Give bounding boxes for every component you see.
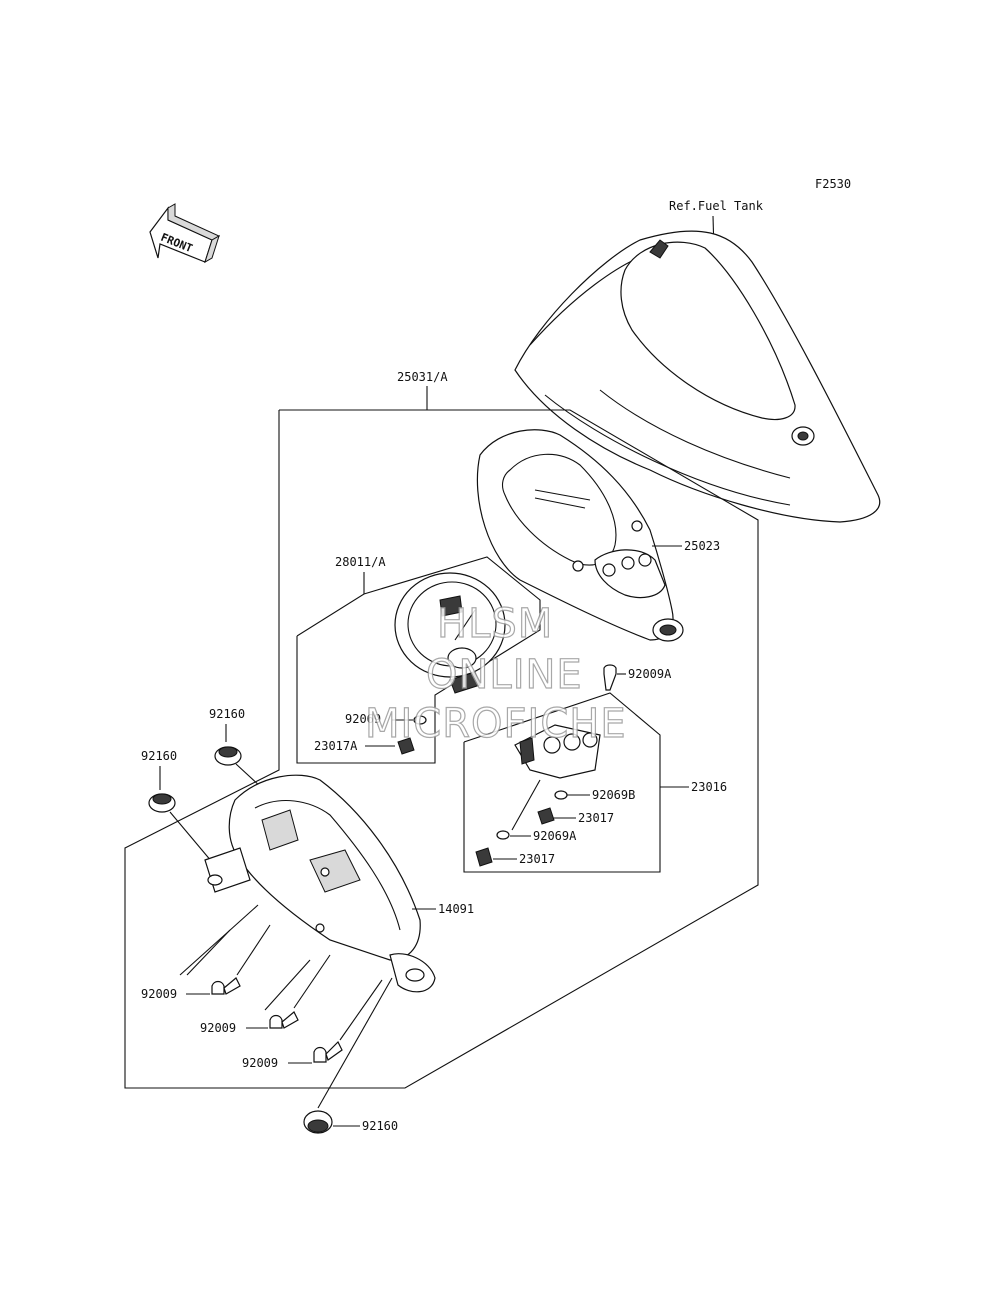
- callout-23017-lower: 23017: [519, 852, 555, 866]
- callout-23016: 23016: [691, 780, 727, 794]
- socket-23017-lower: [475, 847, 493, 867]
- callout-23017a: 23017A: [314, 739, 358, 753]
- callout-92009a: 92009A: [628, 667, 672, 681]
- grommet-92160-bottom: [303, 977, 393, 1134]
- callout-28011a: 28011/A: [335, 555, 386, 569]
- ref-fuel-tank-label: Ref.Fuel Tank: [669, 199, 764, 213]
- grommet-92160-upper: [214, 746, 263, 789]
- screw-92009-3: [313, 979, 383, 1063]
- screw-92009-2: [264, 954, 331, 1029]
- bulb-92069b: [554, 790, 568, 800]
- callout-92160-upper: 92160: [209, 707, 245, 721]
- callout-92009-1: 92009: [141, 987, 177, 1001]
- callout-92069b: 92069B: [592, 788, 635, 802]
- callout-92160-left: 92160: [141, 749, 177, 763]
- grommet-92160-left: [148, 793, 213, 863]
- callout-25023: 25023: [684, 539, 720, 553]
- watermark: HLSM ONLINE MICROFICHE: [364, 600, 627, 747]
- watermark-line-2: ONLINE: [426, 652, 583, 698]
- fuel-tank-cover: [514, 230, 881, 523]
- callout-14091: 14091: [438, 902, 474, 916]
- watermark-line-1: HLSM: [437, 601, 553, 647]
- screw-92009-1: [179, 904, 271, 995]
- bulb-92069: [413, 715, 427, 725]
- meter-housing: [204, 774, 436, 993]
- indicator-bracket: [514, 724, 601, 779]
- callout-92160-bottom: 92160: [362, 1119, 398, 1133]
- callout-25031a: 25031/A: [397, 370, 448, 384]
- screw-92009a: [603, 664, 617, 691]
- diagram-code: F2530: [815, 177, 851, 191]
- callout-92009-3: 92009: [242, 1056, 278, 1070]
- callout-92009-2: 92009: [200, 1021, 236, 1035]
- speedometer-unit: [394, 572, 506, 694]
- callout-23017-upper: 23017: [578, 811, 614, 825]
- socket-23017-upper: [537, 807, 555, 825]
- bulb-92069a: [496, 830, 510, 840]
- watermark-line-3: MICROFICHE: [365, 701, 627, 747]
- meter-case: [476, 429, 684, 642]
- callout-92069: 92069: [345, 712, 381, 726]
- callout-92069a: 92069A: [533, 829, 577, 843]
- socket-23017a: [397, 737, 415, 755]
- front-arrow-icon: FRONT: [149, 203, 221, 264]
